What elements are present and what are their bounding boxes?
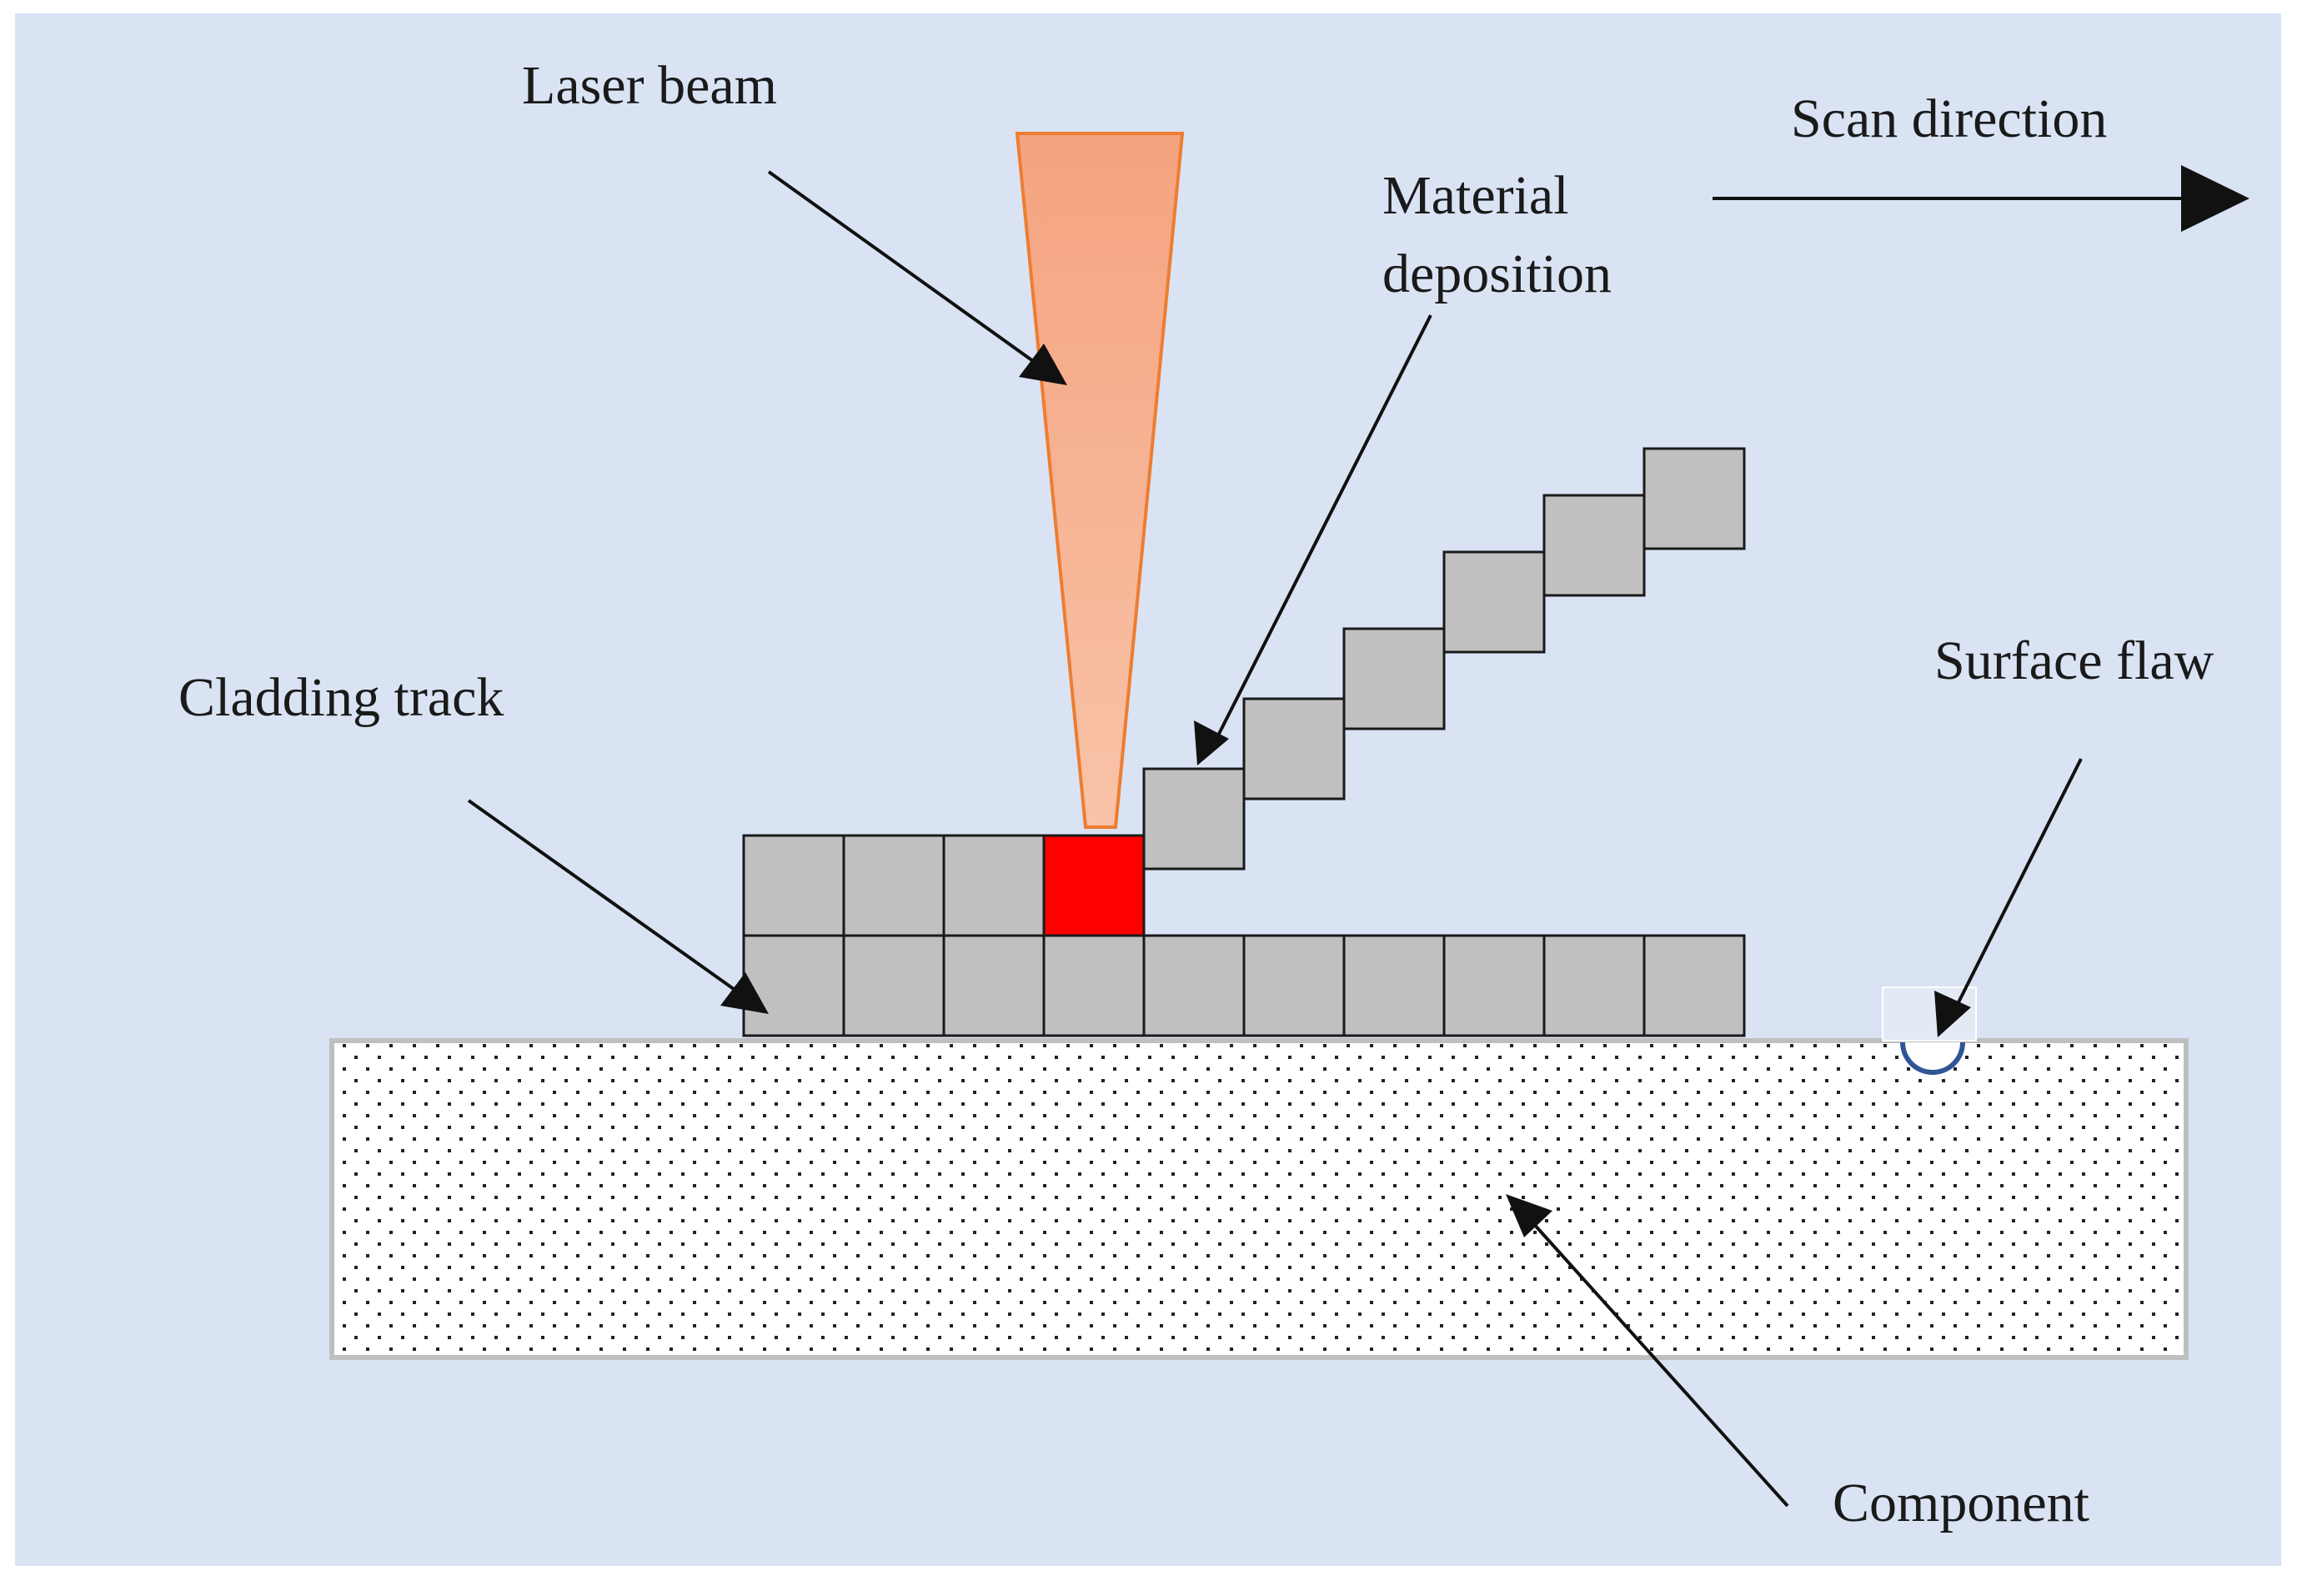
track-cell [1643,934,1746,1037]
cladding-track-leader [467,799,769,1014]
track-cell [1442,934,1546,1037]
track-cell [942,934,1046,1037]
cladding-track-bottom-row [742,934,1746,1037]
deposition-cell [1342,627,1446,730]
material-deposition-label-line2: deposition [1382,243,1612,304]
scan-direction-label: Scan direction [1791,88,2107,149]
component-block [329,1038,2189,1360]
laser-beam-shape [1015,132,1185,829]
melt-pool-cell [1042,834,1146,937]
deposition-cell [1242,697,1346,801]
material-deposition-leader [1194,314,1432,765]
track-cell [1042,934,1146,1037]
track-cell [1342,934,1446,1037]
cladding-track-top-row [742,834,1146,937]
laser-beam-leader [767,170,1067,385]
deposition-cell [1142,767,1246,871]
surface-flaw-label: Surface flaw [1934,630,2214,691]
material-deposition-label-line1: Material [1382,165,1569,226]
component-label: Component [1833,1473,2089,1533]
track-cell [742,834,845,937]
track-cell [1242,934,1346,1037]
track-cell [742,934,845,1037]
cladding-track-label: Cladding track [178,667,504,728]
track-cell [942,834,1046,937]
material-deposition-stack [1142,447,1746,871]
deposition-cell [1542,494,1646,597]
track-cell [842,934,945,1037]
track-cell [1542,934,1646,1037]
scan-direction-arrow [1713,165,2249,232]
surface-flaw [1900,1041,1965,1075]
track-cell [842,834,945,937]
track-cell [1142,934,1246,1037]
surface-flaw-leader [1934,758,2083,1037]
deposition-cell [1643,447,1746,550]
component-leader [1506,1194,1789,1508]
laser-beam-label: Laser beam [522,55,777,116]
deposition-cell [1442,550,1546,654]
